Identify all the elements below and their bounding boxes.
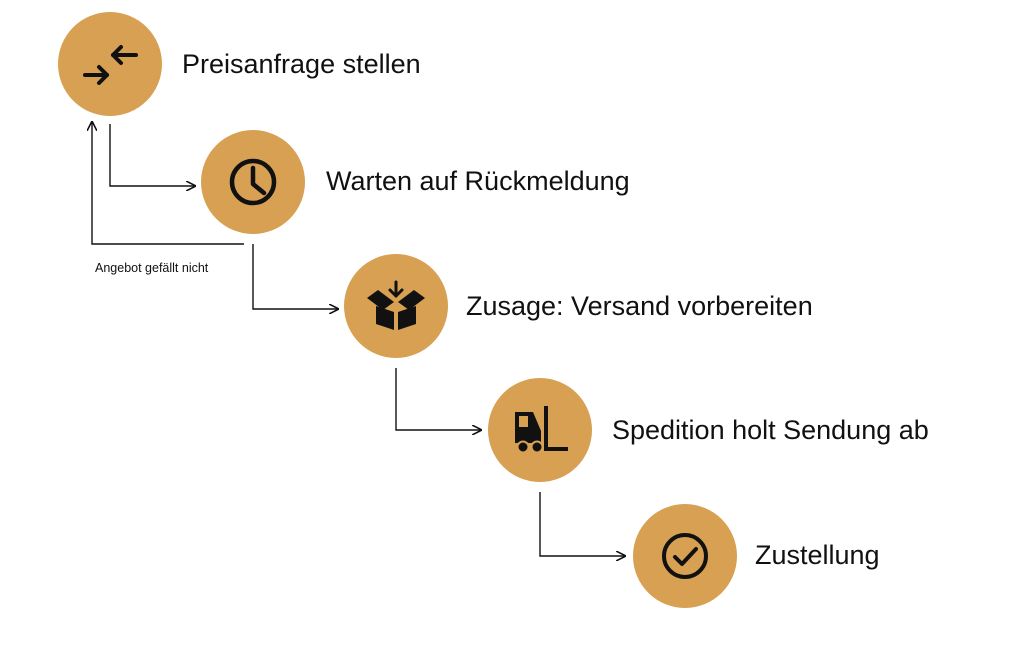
connector-step3-to-step4 [395,368,481,430]
connector-loop-back-to-step1 [92,122,244,245]
step-node-circle [633,504,737,608]
step-label-1: Preisanfrage stellen [182,49,421,79]
step-node-3 [344,254,448,358]
step-label-3: Zusage: Versand vorbereiten [466,291,813,321]
connector-step4-to-step5 [539,492,625,556]
step-node-1 [58,12,162,116]
loop-note-label: Angebot gefällt nicht [95,261,209,275]
step-node-2 [201,130,305,234]
arrows-inward-icon [83,45,138,85]
step-label-4: Spedition holt Sendung ab [612,415,929,445]
step-node-circle [344,254,448,358]
clock-icon [229,158,277,206]
forklift-icon [515,406,568,454]
box-icon [367,280,425,330]
step-node-5 [633,504,737,608]
connector-step2-to-step3 [252,244,338,309]
check-circle-icon [662,533,708,579]
connectors [92,122,625,556]
connector-step1-to-step2 [109,124,195,186]
step-node-4 [488,378,592,482]
step-label-5: Zustellung [755,540,880,570]
step-node-circle [58,12,162,116]
step-label-2: Warten auf Rückmeldung [326,166,630,196]
